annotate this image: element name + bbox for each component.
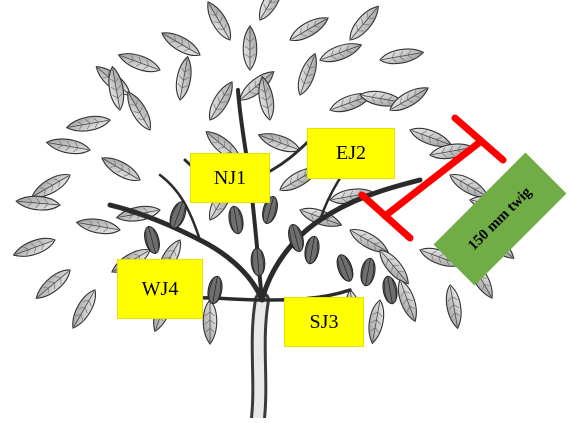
label-nj1: NJ1 (190, 153, 270, 203)
label-ej2: EJ2 (307, 128, 395, 179)
label-sj3: SJ3 (284, 297, 364, 347)
label-wj4: WJ4 (117, 259, 203, 319)
